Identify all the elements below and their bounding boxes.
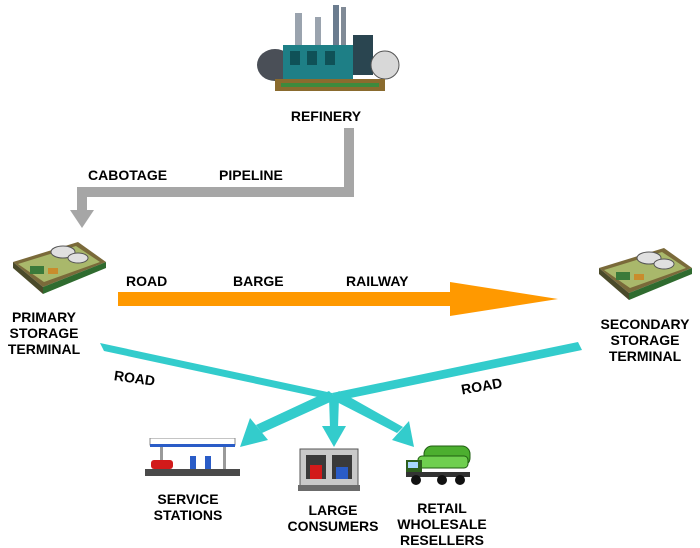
branch-service-head <box>240 418 268 447</box>
branch-large-head <box>322 426 346 447</box>
retail-resellers-label: RETAIL WHOLESALE RESELLERS <box>397 500 487 548</box>
large-consumers-label: LARGE CONSUMERS <box>287 502 379 534</box>
refinery-arrowhead <box>70 210 94 228</box>
service-stations-label: SERVICE STATIONS <box>153 491 223 523</box>
refinery-label: REFINERY <box>290 108 362 124</box>
pipeline-label: PIPELINE <box>219 167 283 183</box>
railway-label: RAILWAY <box>346 273 409 289</box>
cabotage-label: CABOTAGE <box>88 167 168 183</box>
branch-retail-head <box>392 421 414 447</box>
secondary-terminal-label: SECONDARY STORAGE TERMINAL <box>600 316 690 364</box>
road-top-label: ROAD <box>126 273 168 289</box>
primary-road-arrow <box>100 343 336 401</box>
barge-label: BARGE <box>233 273 284 289</box>
refinery-icon <box>257 5 400 91</box>
retail-truck-icon <box>406 445 471 485</box>
primary-terminal-icon <box>13 242 106 294</box>
primary-to-secondary-arrow <box>118 282 558 316</box>
refinery-to-primary-arrow <box>77 128 354 212</box>
branch-retail <box>331 391 403 433</box>
large-consumers-icon <box>298 448 360 491</box>
branch-large <box>329 397 339 428</box>
secondary-terminal-icon <box>599 248 692 300</box>
branch-service <box>256 391 337 433</box>
secondary-road-arrow <box>332 342 582 401</box>
service-station-icon <box>145 438 240 476</box>
primary-terminal-label: PRIMARY STORAGE TERMINAL <box>7 309 81 357</box>
